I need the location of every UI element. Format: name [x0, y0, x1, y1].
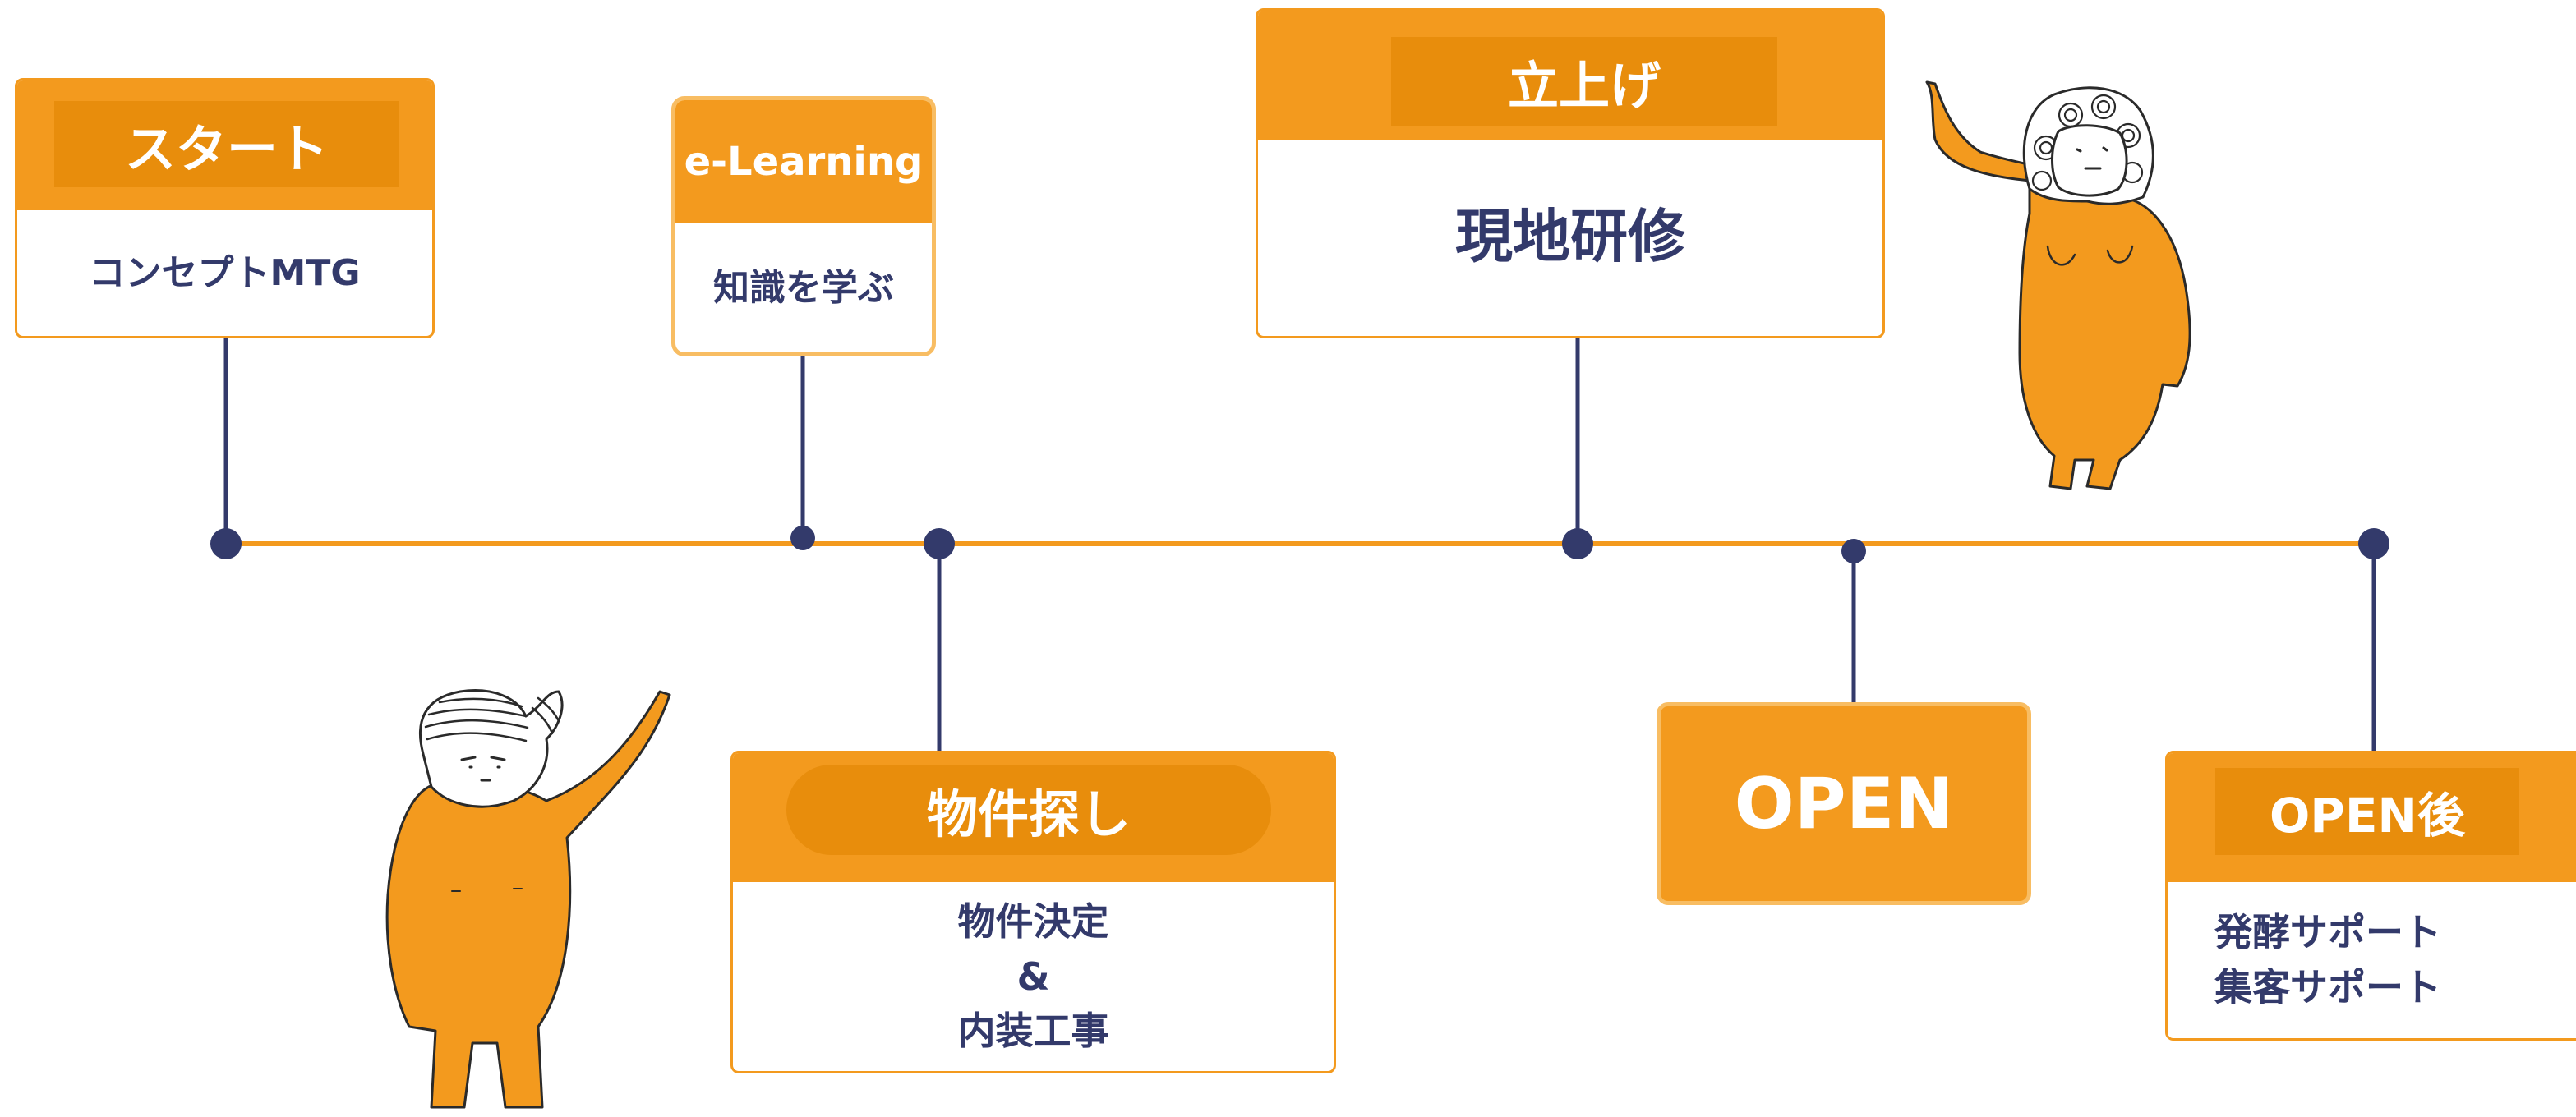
pointing-character-icon: [1925, 80, 2191, 490]
step-card-elearning: e-Learning 知識を学ぶ: [671, 96, 936, 356]
timeline-node-launch: [1562, 528, 1593, 559]
step-card-open: OPEN: [1657, 702, 2031, 905]
step-title: 物件探し: [786, 765, 1271, 855]
timeline-node-after: [2358, 528, 2389, 559]
pointing-character-icon: [385, 689, 671, 1109]
step-card-start: スタート コンセプトMTG: [15, 78, 435, 338]
step-description: 物件決定 & 内装工事: [957, 899, 1109, 1054]
step-title: e-Learning: [682, 117, 925, 207]
step-title: 立上げ: [1391, 37, 1777, 126]
timeline-node-elearning: [790, 526, 815, 550]
step-description: 発酵サポート 集客サポート: [2214, 910, 2441, 1009]
step-title: OPEN: [1734, 762, 1954, 845]
step-card-after: OPEN後 発酵サポート 集客サポート: [2165, 751, 2576, 1041]
step-title: スタート: [54, 101, 399, 187]
timeline-node-property: [924, 528, 955, 559]
timeline-node-start: [210, 528, 242, 559]
step-description: 現地研修: [1455, 203, 1685, 271]
step-card-launch: 立上げ 現地研修: [1256, 8, 1885, 338]
timeline-node-open: [1841, 539, 1866, 563]
step-title: OPEN後: [2215, 768, 2519, 855]
step-card-property: 物件探し 物件決定 & 内装工事: [730, 751, 1336, 1073]
step-description: 知識を学ぶ: [713, 266, 894, 309]
step-description: コンセプトMTG: [89, 251, 361, 294]
